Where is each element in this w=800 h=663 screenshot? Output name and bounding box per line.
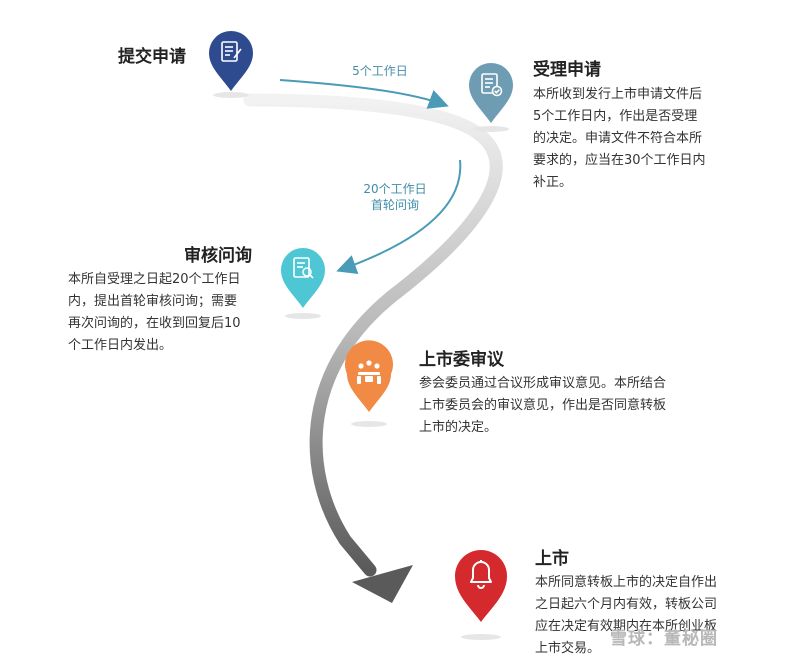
step-listing-desc-line: 之日起六个月内有效，转板公司 (535, 597, 718, 612)
main-flow-arrowhead (352, 565, 413, 603)
bell-icon (470, 560, 492, 589)
step-submit-title: 提交申请 (118, 47, 186, 67)
step-committee-desc-line: 参会委员通过合议形成审议意见。本所结合 (419, 376, 667, 391)
step-accept-desc: 本所收到发行上市申请文件后 5个工作日内，作出是否受理 的决定。申请文件不符合本… (533, 84, 753, 194)
step-listing-desc-line: 应在决定有效期内在本所创业板 (535, 619, 718, 634)
step-review-desc: 本所自受理之日起20个工作日 内，提出首轮审核问询；需要 再次问询的，在收到回复… (68, 269, 278, 357)
step-review-pin (281, 248, 325, 319)
step-accept-desc-line: 补正。 (533, 175, 573, 190)
step-submit-pin (209, 31, 253, 98)
twenty-day-label-line2: 首轮问询 (370, 198, 419, 212)
five-day-label: 5个工作日 (352, 64, 408, 78)
step-review-desc-line: 本所自受理之日起20个工作日 (68, 272, 241, 287)
step-review-title: 审核问询 (184, 246, 252, 266)
step-committee-desc-line: 上市委员会的审议意见，作出是否同意转板 (419, 398, 667, 413)
step-committee-desc-line: 上市的决定。 (419, 420, 498, 435)
step-committee-desc: 参会委员通过合议形成审议意见。本所结合 上市委员会的审议意见，作出是否同意转板 … (419, 373, 719, 439)
step-listing-title: 上市 (535, 549, 569, 569)
watermark-author: 董秘圈 (664, 629, 718, 649)
step-listing-pin (455, 550, 507, 640)
watermark-separator: ： (646, 629, 664, 649)
step-accept-desc-line: 的决定。申请文件不符合本所 (533, 131, 703, 146)
first-inquiry-arrow (336, 159, 462, 275)
main-flow-path (243, 93, 503, 577)
step-committee-pin (345, 340, 393, 427)
step-accept-desc-line: 要求的，应当在30个工作日内 (533, 153, 706, 168)
twenty-day-label: 20个工作日 首轮问询 (355, 181, 435, 213)
step-committee-title: 上市委审议 (419, 350, 504, 370)
document-search-icon (293, 257, 314, 279)
watermark-brand: 雪球 (610, 629, 646, 649)
step-listing-desc-line: 本所同意转板上市的决定自作出 (535, 575, 718, 590)
step-accept-title: 受理申请 (533, 60, 601, 80)
step-accept-pin (469, 63, 513, 132)
step-review-desc-line: 个工作日内发出。 (68, 338, 173, 353)
step-review-desc-line: 再次问询的，在收到回复后10 (68, 316, 241, 331)
step-listing-desc: 本所同意转板上市的决定自作出 之日起六个月内有效，转板公司 应在决定有效期内在本… (535, 572, 755, 660)
meeting-icon (357, 360, 381, 384)
watermark: 雪球：董秘圈 (610, 624, 718, 649)
step-accept-desc-line: 5个工作日内，作出是否受理 (533, 109, 698, 124)
document-pen-icon (221, 41, 242, 62)
twenty-day-label-line1: 20个工作日 (363, 182, 427, 196)
step-listing-desc-line: 上市交易。 (535, 641, 601, 656)
document-check-icon (481, 73, 503, 97)
five-day-arrow (279, 79, 449, 109)
step-review-desc-line: 内，提出首轮审核问询；需要 (68, 294, 238, 309)
step-accept-desc-line: 本所收到发行上市申请文件后 (533, 87, 703, 102)
